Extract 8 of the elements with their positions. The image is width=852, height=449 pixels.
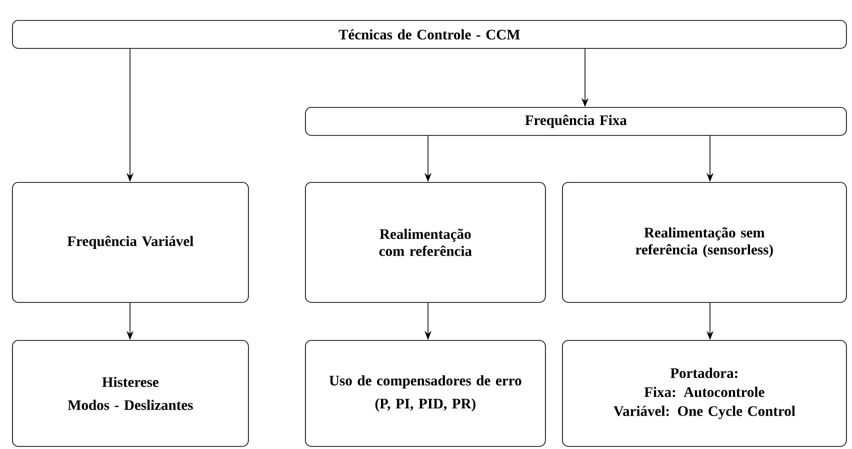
process-box: Uso de compensadores de erro (P, PI, PID, PR)	[305, 340, 546, 447]
process-box: Portadora: Fixa: Autocontrole Variável: One Cycle Control	[562, 340, 847, 447]
process-box: Frequência Variável	[12, 182, 249, 303]
process-box: Realimentação com referência	[305, 182, 546, 303]
process-box: Histerese Modos - Deslizantes	[12, 340, 249, 447]
process-box: Frequência Fixa	[305, 107, 847, 136]
process-box: Realimentação sem referência (sensorless)	[562, 182, 847, 303]
process-box: Técnicas de Controle - CCM	[12, 20, 847, 49]
